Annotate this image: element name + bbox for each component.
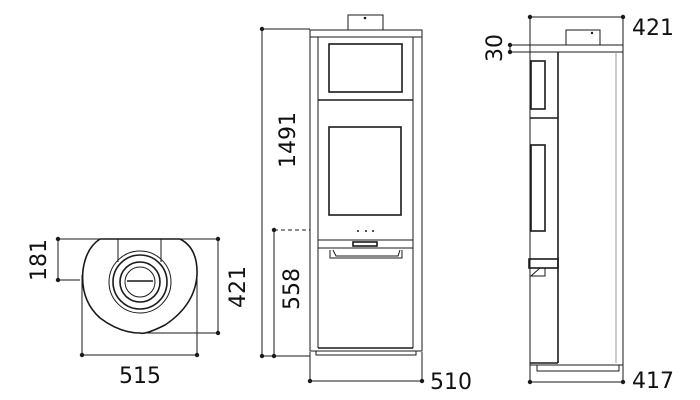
front-view-width-label: 510	[430, 370, 472, 395]
upper-glass-window	[328, 43, 403, 93]
side-door-rail	[528, 258, 559, 269]
side-top-plate	[529, 44, 624, 53]
side-view: 421 30 417	[483, 14, 674, 394]
door-glass-window	[328, 126, 402, 216]
flue-ring	[112, 254, 168, 310]
top-view-outline	[81, 238, 198, 335]
front-view-air-inlet-label: 558	[280, 268, 305, 310]
top-view-width-label: 515	[119, 364, 161, 389]
flue-pipe	[124, 266, 156, 298]
top-plate	[309, 29, 423, 38]
side-door-panel	[530, 144, 546, 232]
side-view-top-plate-label: 30	[483, 34, 508, 62]
side-view-base-depth-label: 417	[632, 369, 674, 394]
front-view: 1491 558 510	[259, 14, 472, 395]
ash-drawer-lip	[329, 249, 403, 259]
flue-ring-inner	[119, 261, 161, 303]
flue-ring-outer	[108, 250, 172, 314]
side-upper-panel	[530, 60, 546, 110]
top-view-depth-label: 421	[226, 266, 251, 308]
base-plinth	[315, 350, 417, 356]
side-view-top-depth-label: 421	[632, 16, 674, 41]
door-rail	[317, 239, 414, 249]
side-flue-outlet	[565, 29, 601, 46]
side-body	[529, 51, 624, 366]
top-view: 515 181 421	[27, 236, 251, 389]
top-view-flue-collar	[117, 239, 162, 262]
top-view-flue-offset-label: 181	[27, 239, 52, 281]
stove-body	[309, 36, 423, 352]
front-view-height-label: 1491	[276, 112, 301, 168]
air-control-handle[interactable]	[352, 241, 378, 247]
side-base-plinth	[536, 364, 620, 372]
